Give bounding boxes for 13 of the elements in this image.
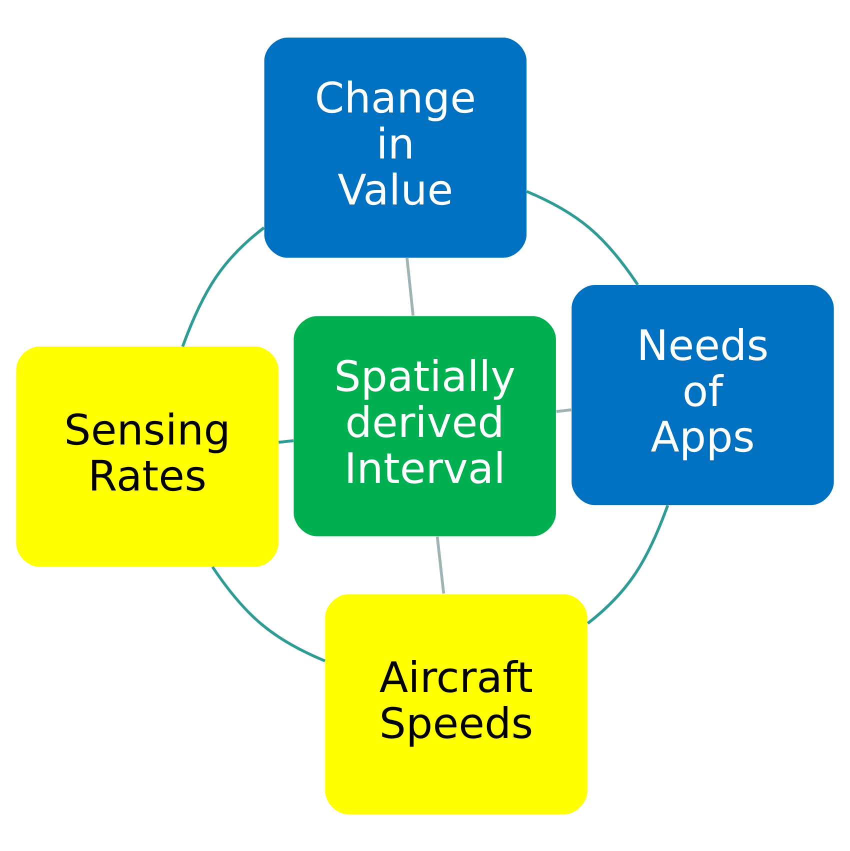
- connector: [586, 504, 670, 624]
- connector: [406, 257, 415, 316]
- node-box: Aircraft Speeds: [325, 594, 588, 814]
- connector: [556, 408, 572, 412]
- connector: [211, 566, 326, 662]
- node-box: Sensing Rates: [16, 346, 278, 566]
- node-box: Spatially derived Interval: [294, 316, 556, 536]
- connector: [526, 190, 639, 286]
- node-box: Needs of Apps: [572, 284, 834, 505]
- node-box: Change in Value: [264, 37, 526, 258]
- connector: [181, 226, 265, 346]
- connector: [278, 438, 294, 444]
- connector: [436, 536, 446, 594]
